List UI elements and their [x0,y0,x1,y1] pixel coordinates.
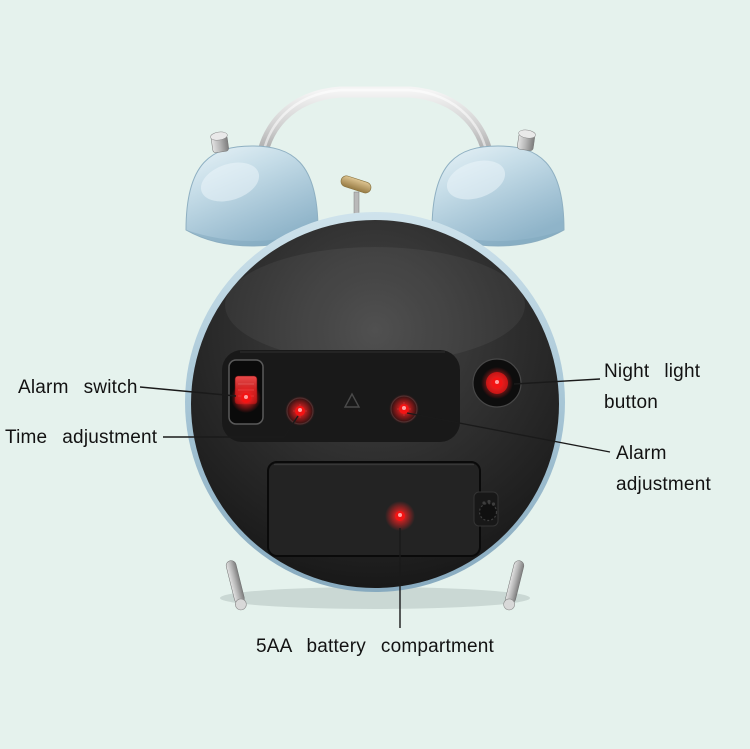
battery-door-latch [473,491,499,527]
right-foot [503,560,525,611]
left-foot [225,560,247,611]
led-marker-night-light [481,367,513,399]
battery-compartment-label: 5AA battery compartment [256,636,494,657]
alarm-adjustment-label-line1: Alarm [616,443,667,464]
alarm-switch-label: Alarm switch [18,377,138,398]
callout-line-alarm-adjustment [406,412,611,453]
led-marker-alarm-knob [389,394,419,424]
callout-line-time-adjustment [163,415,299,438]
night-light-button-label: Night light button [604,356,700,418]
led-marker-battery [385,501,415,531]
right-bell-screw [517,129,536,151]
left-bell-screw [210,131,229,153]
clapper [340,175,372,194]
led-marker-alarm-switch [231,383,261,413]
callout-line-alarm-switch [139,386,237,397]
back-cover-sheen [225,247,525,363]
battery-door [267,461,499,557]
right-bell [431,145,565,247]
time-adjustment-label: Time adjustment [5,427,158,448]
ground-shadow [220,587,530,609]
carry-handle [254,86,496,178]
triangle-marking [343,392,361,408]
led-marker-time-knob [285,396,315,426]
left-bell [185,145,319,247]
callout-line-night-light [513,378,601,385]
night-light-label-line2: button [604,392,659,413]
alarm-adjustment-label-line2: adjustment [616,474,711,495]
night-light-label-line1: Night light [604,361,701,382]
alarm-adjustment-label: Alarm adjustment [616,438,711,500]
